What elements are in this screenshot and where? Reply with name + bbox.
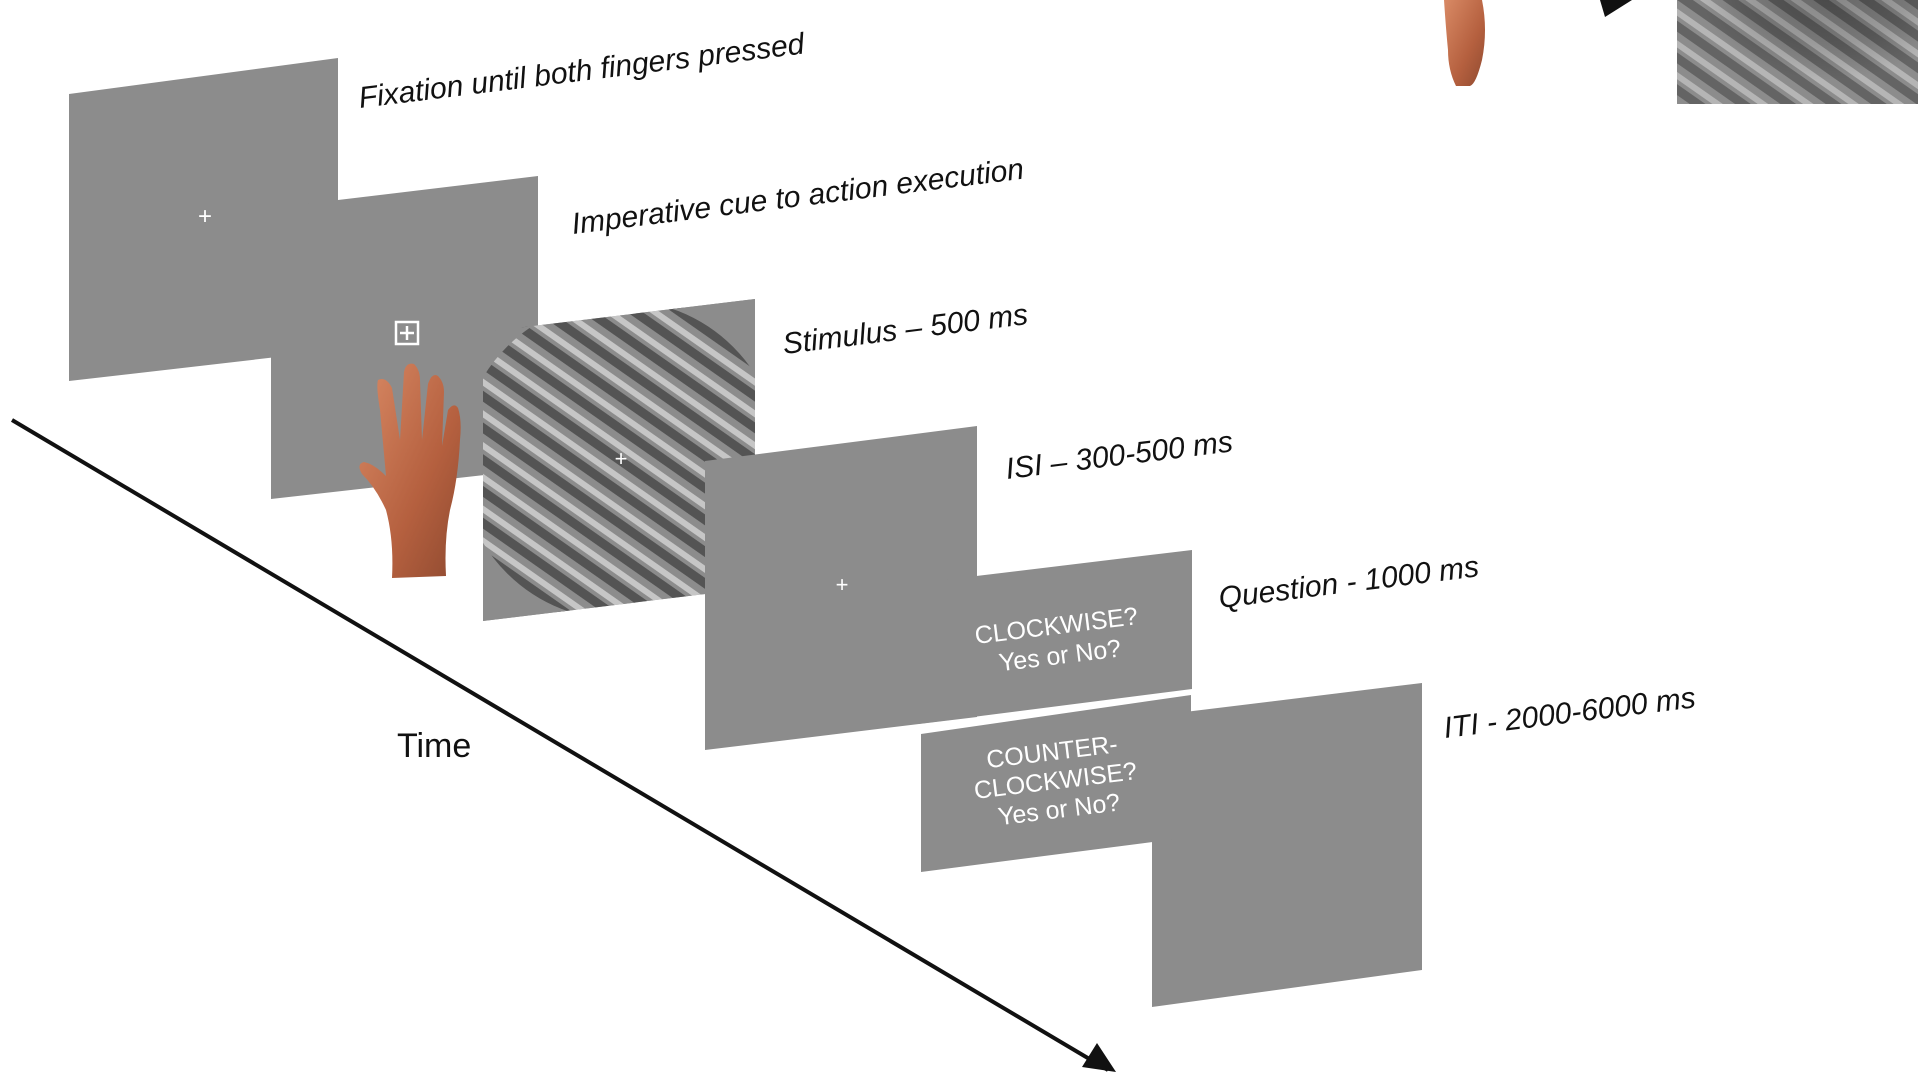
fixation-cross: + xyxy=(615,446,628,471)
step-label: Fixation until both fingers pressed xyxy=(357,27,808,115)
hand-icon xyxy=(1444,0,1485,86)
step-label: ITI - 2000-6000 ms xyxy=(1442,681,1698,745)
step-label: Stimulus – 500 ms xyxy=(781,298,1030,361)
screen-grating: + xyxy=(483,299,755,621)
time-axis-label: Time xyxy=(397,727,471,765)
arrow-head-icon xyxy=(1082,1043,1116,1072)
fixation-cross: + xyxy=(198,203,212,230)
arrow-head-icon xyxy=(1600,0,1632,17)
screen-question-clockwise: CLOCKWISE? Yes or No? xyxy=(918,550,1192,724)
screen-fixation: + xyxy=(69,58,338,381)
step-label: Question - 1000 ms xyxy=(1217,550,1481,615)
cue-box-icon xyxy=(394,320,420,346)
hand-icon xyxy=(359,363,461,578)
screen-iti xyxy=(1152,683,1422,1007)
screen-question-counterclockwise: COUNTER- CLOCKWISE? Yes or No? xyxy=(921,695,1191,872)
screen-isi: + xyxy=(705,426,977,750)
top-right-partial-screen xyxy=(1444,0,1918,104)
time-axis: Time xyxy=(10,418,1116,1072)
screen-cue xyxy=(271,176,538,499)
step-label: Imperative cue to action execution xyxy=(570,153,1026,241)
step-label: ISI – 300-500 ms xyxy=(1004,425,1235,486)
fixation-cross: + xyxy=(836,572,849,597)
